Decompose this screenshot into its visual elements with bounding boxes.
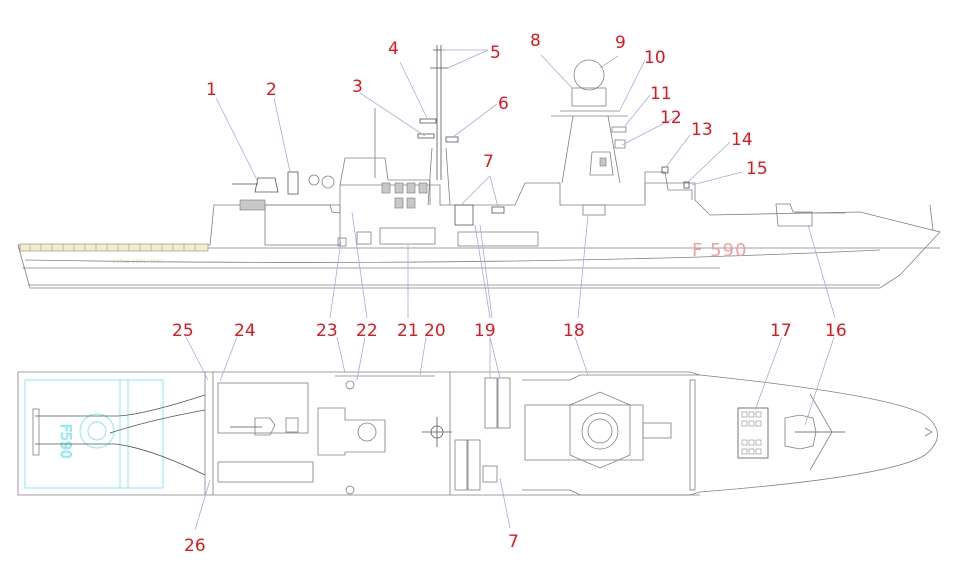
callout-23: 23 [316,321,338,341]
callout-2: 2 [266,80,277,100]
callout-22: 22 [356,321,378,341]
callout-5: 5 [490,43,501,63]
mast-base-plan [422,417,452,447]
flight-deck-rail [19,243,209,252]
callout-3: 3 [352,77,363,97]
callout-26: 26 [184,536,206,556]
deck-marking: F590 [57,424,73,459]
aft-gun [254,177,279,193]
callout-14: 14 [731,130,753,150]
boat-bay [379,227,436,245]
aft-gun-plan [254,417,276,436]
pennant-number: F 590 [692,240,747,261]
hull-outline [17,182,941,289]
callout-4: 4 [388,39,399,59]
bow-gun-plan [784,414,817,450]
rhib-davit [457,231,539,247]
callout-24: 24 [234,321,256,341]
profile-view: CARLO BERGAMINI [17,45,941,289]
hangar-grille [239,199,266,211]
sylver-vls [737,407,769,459]
midships-launcher [454,204,474,226]
callout-7-plan: 7 [508,532,519,552]
ship-name-label: CARLO BERGAMINI [112,259,163,265]
forward-tower [551,59,628,184]
callout-8: 8 [530,31,541,51]
callout-10: 10 [644,48,666,68]
aft-mast [417,45,459,206]
callout-15: 15 [746,159,768,179]
callout-20: 20 [424,321,446,341]
mast-hexagon [569,391,631,469]
windows-aft [381,182,428,209]
callout-25: 25 [172,321,194,341]
callout-7-profile: 7 [483,152,494,172]
callout-1: 1 [206,80,217,100]
callout-11: 11 [650,84,672,104]
callout-21: 21 [397,321,419,341]
callout-6: 6 [498,94,509,114]
callout-16: 16 [825,321,847,341]
leader-lines [185,49,836,531]
callout-13: 13 [691,120,713,140]
helicopter-deck: F590 [24,379,164,489]
plan-view: F590 [17,371,938,496]
callout-numbers: 1 2 3 4 5 6 7 8 9 10 11 12 13 14 15 16 1… [172,31,847,556]
aft-director [287,171,299,195]
sylver-vls-profile [582,204,606,216]
callout-19: 19 [474,321,496,341]
callout-12: 12 [660,108,682,128]
callout-9: 9 [615,33,626,53]
callout-18: 18 [563,321,585,341]
plan-hull-outline [17,371,938,496]
bow-gun [775,203,813,227]
callout-17: 17 [770,321,792,341]
hangar [264,204,341,246]
radar-dome [573,59,605,91]
